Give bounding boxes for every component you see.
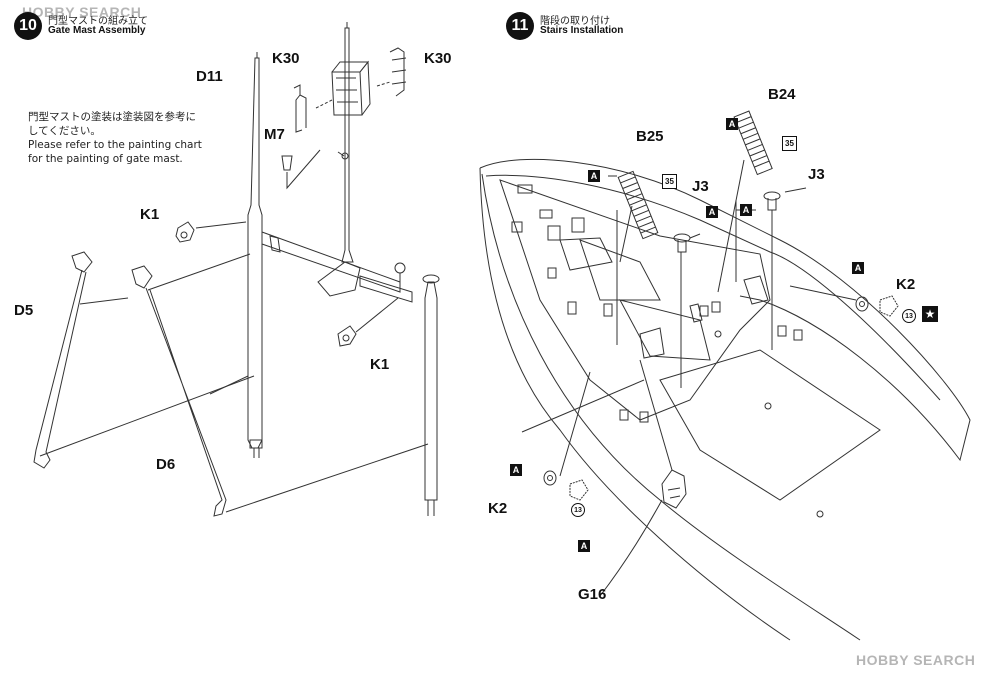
part-label-k1-top: K1 [140,206,160,223]
step-10-note-en-1: Please refer to the painting chart [28,139,202,151]
part-label-k2-left: K2 [488,500,508,517]
step-10-note-en-2: for the painting of gate mast. [28,153,183,165]
color-code-a-j3: A [706,206,718,218]
paint-number-13-left: 13 [571,503,585,517]
part-label-d5: D5 [14,302,34,319]
step-11-number: 11 [506,12,534,40]
part-label-b24: B24 [768,86,796,103]
part-label-g16: G16 [578,586,607,603]
part-label-j3-right: J3 [808,166,825,183]
step-10-note-ja-1: 門型マストの塗装は塗装図を参考に [28,111,196,123]
watermark-bottom: HOBBY SEARCH [856,652,976,668]
step-11-title-ja: 階段の取り付け [540,16,610,27]
paint-number-35-b25: 35 [662,174,677,189]
step-10-title-en: Gate Mast Assembly [48,25,146,36]
color-code-a-k2-right: A [852,262,864,274]
color-code-a-b24: A [740,204,752,216]
part-label-k30-left: K30 [272,50,300,67]
color-code-a-b24-top: A [726,118,738,130]
gate-mast-drawing [33,22,440,517]
step-10-title-ja: 門型マストの組み立て [48,16,148,27]
part-label-j3-left: J3 [692,178,709,195]
color-code-a-g16: A [578,540,590,552]
part-label-d11: D11 [196,68,223,85]
part-label-k2-right: K2 [896,276,916,293]
part-label-k30-right: K30 [424,50,452,67]
part-label-b25: B25 [636,128,664,145]
step-10-number: 10 [14,12,42,40]
decal-star-icon: ★ [922,306,938,322]
paint-number-35-b24: 35 [782,136,797,151]
color-code-a-k2-left: A [510,464,522,476]
step-10-note-ja-2: してください。 [28,125,101,137]
hull-drawing [479,110,971,641]
watermark-top: HOBBY SEARCH [22,4,142,20]
step-11-title-en: Stairs Installation [540,25,624,36]
part-label-m7: M7 [264,126,285,143]
part-label-d6: D6 [156,456,176,473]
color-code-a-b25: A [588,170,600,182]
part-label-k1-bottom: K1 [370,356,390,373]
paint-number-13-right: 13 [902,309,916,323]
